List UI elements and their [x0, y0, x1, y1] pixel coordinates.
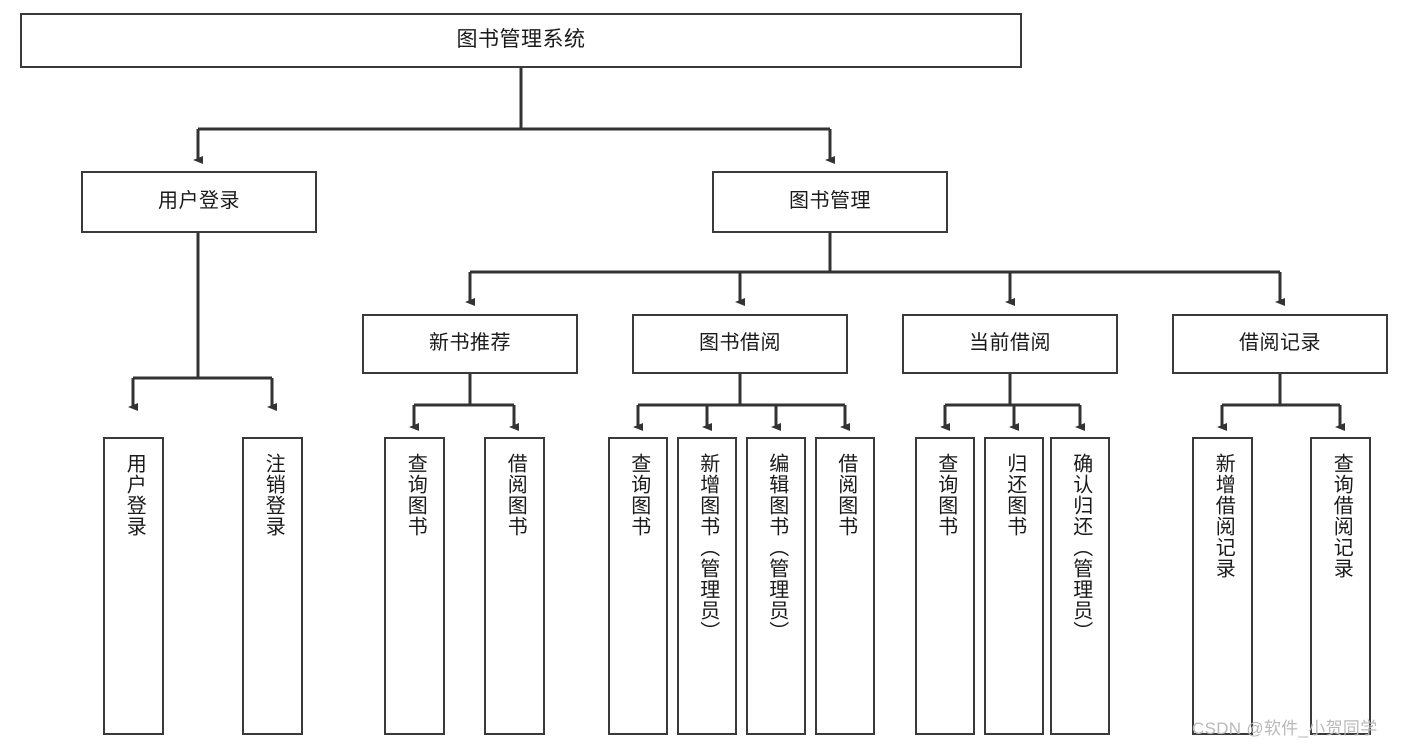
node-book-management-label: 图书管理: [789, 190, 871, 213]
node-leaf-user-login[interactable]: 用户登录: [103, 437, 164, 735]
watermark: CSDN @软件_小贺同学: [1192, 719, 1378, 738]
node-root-label: 图书管理系统: [456, 28, 586, 52]
node-leaf-borrow-book-2-label: 借阅图书: [834, 453, 857, 537]
node-leaf-user-login-label: 用户登录: [123, 453, 146, 537]
node-book-borrow[interactable]: 图书借阅: [632, 314, 848, 374]
node-new-book-recommend[interactable]: 新书推荐: [362, 314, 578, 374]
node-leaf-confirm-return[interactable]: 确认归还（管理员）: [1050, 437, 1110, 735]
node-leaf-edit-book[interactable]: 编辑图书（管理员）: [746, 437, 806, 735]
node-leaf-add-record[interactable]: 新增借阅记录: [1192, 437, 1253, 735]
node-user-login[interactable]: 用户登录: [81, 171, 317, 233]
node-leaf-add-record-label: 新增借阅记录: [1212, 453, 1235, 579]
node-leaf-return-book[interactable]: 归还图书: [984, 437, 1044, 735]
node-user-login-label: 用户登录: [158, 190, 240, 213]
node-leaf-confirm-return-label: 确认归还（管理员）: [1069, 453, 1092, 642]
node-leaf-borrow-book-1-label: 借阅图书: [504, 453, 527, 537]
node-leaf-borrow-book-1[interactable]: 借阅图书: [484, 437, 545, 735]
node-book-borrow-label: 图书借阅: [699, 332, 781, 355]
node-leaf-return-book-label: 归还图书: [1003, 453, 1026, 537]
node-leaf-add-book-label: 新增图书（管理员）: [696, 453, 719, 642]
node-leaf-borrow-book-2[interactable]: 借阅图书: [815, 437, 875, 735]
node-leaf-query-book-3-label: 查询图书: [934, 453, 957, 537]
node-leaf-query-book-1-label: 查询图书: [404, 453, 427, 537]
node-current-borrow[interactable]: 当前借阅: [902, 314, 1118, 374]
node-leaf-query-record-label: 查询借阅记录: [1330, 453, 1353, 579]
node-current-borrow-label: 当前借阅: [969, 332, 1051, 355]
node-leaf-query-book-3[interactable]: 查询图书: [915, 437, 975, 735]
node-leaf-add-book[interactable]: 新增图书（管理员）: [677, 437, 737, 735]
node-leaf-query-book-2-label: 查询图书: [627, 453, 650, 537]
node-leaf-edit-book-label: 编辑图书（管理员）: [765, 453, 788, 642]
node-borrow-record[interactable]: 借阅记录: [1172, 314, 1388, 374]
node-leaf-query-book-2[interactable]: 查询图书: [608, 437, 668, 735]
node-borrow-record-label: 借阅记录: [1239, 332, 1321, 355]
node-leaf-logout-login-label: 注销登录: [262, 453, 285, 537]
node-root[interactable]: 图书管理系统: [20, 13, 1022, 68]
node-leaf-query-book-1[interactable]: 查询图书: [384, 437, 445, 735]
node-new-book-recommend-label: 新书推荐: [429, 332, 511, 355]
node-book-management[interactable]: 图书管理: [712, 171, 948, 233]
node-leaf-query-record[interactable]: 查询借阅记录: [1310, 437, 1371, 735]
node-leaf-logout-login[interactable]: 注销登录: [242, 437, 303, 735]
